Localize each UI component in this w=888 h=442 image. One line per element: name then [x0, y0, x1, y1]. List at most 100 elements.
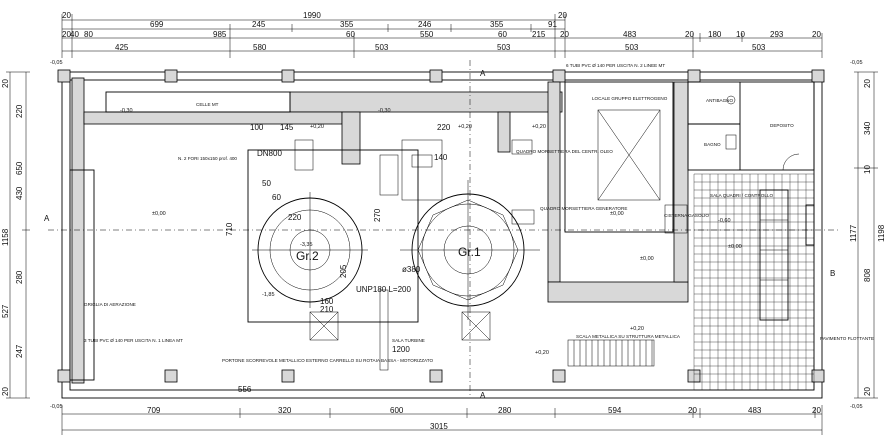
dim-text: 245 [252, 20, 266, 29]
dim-text: 220 [15, 104, 24, 118]
room-label: CISTERNA GASOLIO [664, 213, 709, 218]
equipment [294, 139, 535, 371]
dim-text: 503 [497, 43, 511, 52]
dim-row3-top: 20 40 80 985 60 550 60 215 20 483 20 180… [62, 30, 821, 39]
dim-text: 205 [339, 264, 348, 278]
dim-text: 220 [288, 213, 302, 222]
dim-text: 483 [623, 30, 637, 39]
dim-text: 60 [346, 30, 355, 39]
section-mark-a-bottom: A [480, 391, 486, 400]
level-label: ±0,00 [728, 244, 742, 250]
dim-row2-top: 699 245 355 246 355 91 [150, 20, 557, 29]
dim-lines-top [61, 14, 823, 58]
dim-text: 650 [15, 161, 24, 175]
dim-text: 600 [390, 406, 404, 415]
dim-row1-top: 20 1990 20 [62, 11, 567, 20]
dim-text: 355 [340, 20, 354, 29]
level-label: -0,05 [50, 404, 63, 410]
dim-text: 20 [62, 30, 71, 39]
dim-text: 280 [498, 406, 512, 415]
dim-text: 580 [253, 43, 267, 52]
dim-left: 20 220 650 430 1158 280 527 247 20 [1, 79, 24, 396]
level-label: -0,05 [850, 404, 863, 410]
room-label: LOCALE GRUPPO ELETTROGENO [592, 96, 668, 101]
dim-text: 340 [863, 121, 872, 135]
level-marks: -0,05 -0,05 -0,05 -0,05 -0,30 -0,30 +0,2… [50, 60, 863, 410]
dim-text: 140 [434, 153, 448, 162]
section-lines: A A A B [44, 60, 840, 400]
dim-text: ø380 [402, 265, 421, 274]
dim-text: 20 [812, 30, 821, 39]
dim-text: 20 [812, 406, 821, 415]
room-label: BAGNO [704, 142, 721, 147]
dim-text: 215 [532, 30, 546, 39]
dim-text: 1158 [1, 228, 10, 246]
dim-text: 699 [150, 20, 164, 29]
room-label: N. 2 FORI 150x150 prof. 400 [178, 156, 237, 161]
room-label: PORTONE SCORREVOLE METALLICO ESTERNO CAR… [222, 358, 433, 363]
dim-text: 985 [213, 30, 227, 39]
dim-text: 20 [560, 30, 569, 39]
dim-text: 270 [373, 208, 382, 222]
room-label: ANTIBAGNO [706, 98, 733, 103]
room-label: DN800 [257, 149, 282, 158]
turbine-gr1 [400, 180, 540, 320]
dim-text: 210 [320, 305, 334, 314]
level-label: ±0,00 [610, 211, 624, 217]
level-label: -0,60 [718, 218, 731, 224]
section-mark-a-top: A [480, 69, 486, 78]
dim-text: 483 [748, 406, 762, 415]
room-label: CELLE MT [196, 102, 219, 107]
room-label: 3 TUBI PVC Ø 140 PER USCITA N. 1 LINEA M… [84, 338, 183, 343]
room-label: QUADRO MORSETTIERA GENERATORE [540, 206, 627, 211]
level-label: ±0,00 [152, 211, 166, 217]
dim-text: 20 [1, 79, 10, 88]
room-label: 6 TUBI PVC Ø 140 PER USCITA N. 2 LINEE M… [566, 63, 665, 68]
dim-text: 180 [708, 30, 722, 39]
room-label: GRIGLIA DI AERAZIONE [84, 302, 136, 307]
dim-text: 20 [558, 11, 567, 20]
inner-dims: 100 145 220 140 50 60 220 710 270 205 16… [225, 123, 451, 394]
level-label: -0,30 [378, 108, 391, 114]
room-label: SALA QUADRI / CONTROLLO [710, 193, 773, 198]
room-label: DEPOSITO [770, 123, 794, 128]
dim-text: 280 [15, 270, 24, 284]
dim-text: 60 [498, 30, 507, 39]
dim-total-bottom: 3015 [430, 422, 448, 431]
dim-lines-bottom [61, 405, 823, 435]
dim-text: 503 [752, 43, 766, 52]
turbine-gr2 [252, 192, 368, 308]
dim-text: 550 [420, 30, 434, 39]
level-label: +0,20 [532, 124, 546, 130]
dim-text: 60 [272, 193, 281, 202]
dim-text: 425 [115, 43, 129, 52]
dim-text: 355 [490, 20, 504, 29]
room-labels: CELLE MT LOCALE GRUPPO ELETTROGENO ANTIB… [84, 63, 874, 363]
level-label: -3,35 [300, 242, 313, 248]
generator-room [564, 81, 688, 234]
level-label: +0,20 [630, 326, 644, 332]
dim-text: 503 [375, 43, 389, 52]
dim-text: 20 [863, 387, 872, 396]
dim-text: 91 [548, 20, 557, 29]
service-rooms [687, 81, 815, 171]
dim-text: 20 [62, 11, 71, 20]
level-label: -1,85 [262, 292, 275, 298]
dim-right: 20 340 10 1177 1198 808 20 [849, 79, 886, 396]
dim-text: 20 [863, 79, 872, 88]
dim-text: 247 [15, 344, 24, 358]
level-label: -0,30 [120, 108, 133, 114]
level-label: +0,20 [535, 350, 549, 356]
dim-lines-sides [6, 71, 878, 399]
dim-row4-top: 425 580 503 503 503 503 [115, 43, 766, 52]
room-label: UNP180 L=200 [356, 285, 411, 294]
dim-text: 430 [15, 186, 24, 200]
section-mark-a: A [44, 214, 50, 223]
level-label: +0,20 [458, 124, 472, 130]
room-label: SCALA METALLICA SU STRUTTURA METALLICA [576, 334, 681, 339]
dim-text: 145 [280, 123, 294, 132]
dim-text: 320 [278, 406, 292, 415]
dim-text: 246 [418, 20, 432, 29]
dim-text: 50 [262, 179, 271, 188]
